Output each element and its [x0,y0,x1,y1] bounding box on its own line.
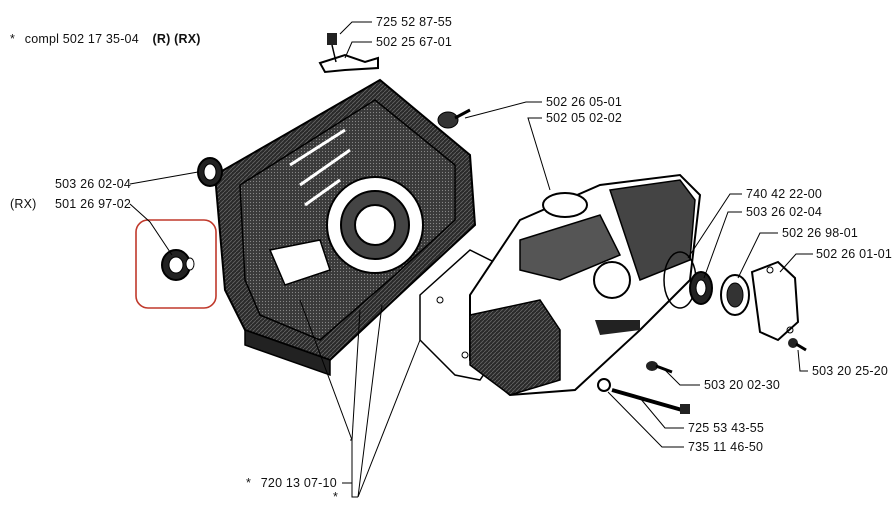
title-asterisk: * [10,32,16,46]
right-bearing-ring [720,274,750,316]
part-label-501-26-97-02: 501 26 97-02 [55,197,132,211]
cover-screw [437,108,471,129]
part-label-720-13-07-10: * 720 13 07-10 [246,476,337,490]
part-number-720-13-07-10: 720 13 07-10 [260,476,337,490]
left-crankcase-half [213,78,477,377]
long-bolt [597,378,690,414]
part-label-503-26-02-04-left: 503 26 02-04 [55,177,132,191]
part-label-502-26-01-01: 502 26 01-01 [816,247,893,261]
end-cover [750,260,800,342]
top-bracket [318,33,379,74]
right-seal [689,271,713,305]
part-label-503-26-02-04-right: 503 26 02-04 [746,205,823,219]
title-part-number: compl 502 17 35-04 [24,32,139,46]
part-label-725-53-43-55: 725 53 43-55 [688,421,765,435]
leader-lines [129,21,813,498]
part-label-725-52-87-55: 725 52 87-55 [376,15,453,29]
part-label-502-26-98-01: 502 26 98-01 [782,226,859,240]
title-variants: (R) (RX) [152,32,201,46]
highlighted-bearing [135,219,217,309]
part-label-503-20-02-30: 503 20 02-30 [704,378,781,392]
part-label-rx-prefix: (RX) [10,197,37,211]
part-label-502-05-02-02: 502 05 02-02 [546,111,623,125]
part-label-740-42-22-00: 740 42 22-00 [746,187,823,201]
part-label-502-25-67-01: 502 25 67-01 [376,35,453,49]
part-label-502-26-05-01: 502 26 05-01 [546,95,623,109]
asterisk-marker-bottom: * [333,490,339,504]
small-screws [646,338,807,374]
part-label-735-11-46-50: 735 11 46-50 [688,440,764,454]
left-seal [197,157,223,187]
right-crankcase-half [469,173,702,397]
asterisk-720: * [246,476,252,490]
part-label-503-20-25-20: 503 20 25-20 [812,364,889,378]
assembly-title: * compl 502 17 35-04 (R) (RX) [10,32,201,46]
